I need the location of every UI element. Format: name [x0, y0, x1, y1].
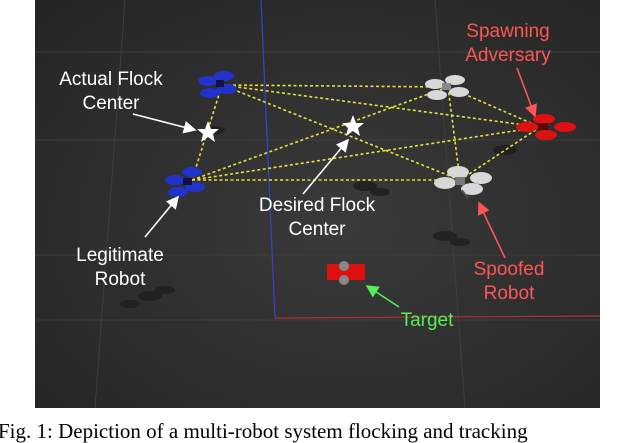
legitimate-drone-bottom [165, 167, 205, 197]
target-text: Target [400, 310, 454, 331]
spoofed-robot-label: Spoofed Robot [459, 258, 559, 306]
figure-caption: Fig. 1: Depiction of a multi-robot syste… [0, 420, 634, 442]
arrow-legitimate-robot [144, 195, 180, 238]
legitimate-robot-label: Legitimate Robot [63, 244, 177, 292]
legitimate-robot-line2: Robot [94, 269, 146, 290]
actual-flock-center-line1: Actual Flock [59, 69, 163, 90]
scene-background [35, 0, 600, 408]
spoofed-robot-line1: Spoofed [473, 259, 545, 280]
spoofed-robot-line2: Robot [483, 283, 535, 304]
simulation-scene [35, 0, 600, 408]
desired-flock-center-line1: Desired Flock [258, 195, 376, 216]
spoofed-drone-top [425, 75, 469, 100]
desired-flock-center-line2: Center [288, 219, 346, 240]
spoofed-drone-bottom [434, 166, 492, 199]
target-vehicle [327, 261, 365, 285]
ground-grid [35, 0, 600, 408]
arrow-spawning-adversary [516, 67, 538, 118]
arrow-actual-center [132, 113, 197, 134]
arrow-spoofed-robot [478, 201, 506, 259]
actual-flock-center-line2: Center [82, 93, 140, 114]
arrow-target [365, 285, 400, 308]
target-label: Target [387, 309, 467, 333]
spawning-adversary-line1: Spawning [466, 21, 550, 42]
actual-flock-center-label: Actual Flock Center [43, 68, 179, 116]
figure-caption-text: Fig. 1: Depiction of a multi-robot syste… [0, 419, 528, 443]
desired-flock-center-star [342, 115, 364, 136]
actual-flock-center-star [197, 121, 219, 142]
y-axis-line [260, 0, 276, 319]
x-axis-line [274, 315, 600, 319]
spawning-adversary-label: Spawning Adversary [453, 20, 563, 68]
arrow-desired-center [302, 138, 350, 195]
simulation-figure: Actual Flock Center Spawning Adversary D… [35, 0, 600, 408]
legitimate-drone-top [198, 71, 237, 98]
desired-flock-center-label: Desired Flock Center [243, 194, 391, 242]
adversary-drone [516, 114, 576, 140]
spawning-adversary-line2: Adversary [465, 45, 551, 66]
flock-links [191, 84, 541, 181]
legitimate-robot-line1: Legitimate [76, 245, 164, 266]
